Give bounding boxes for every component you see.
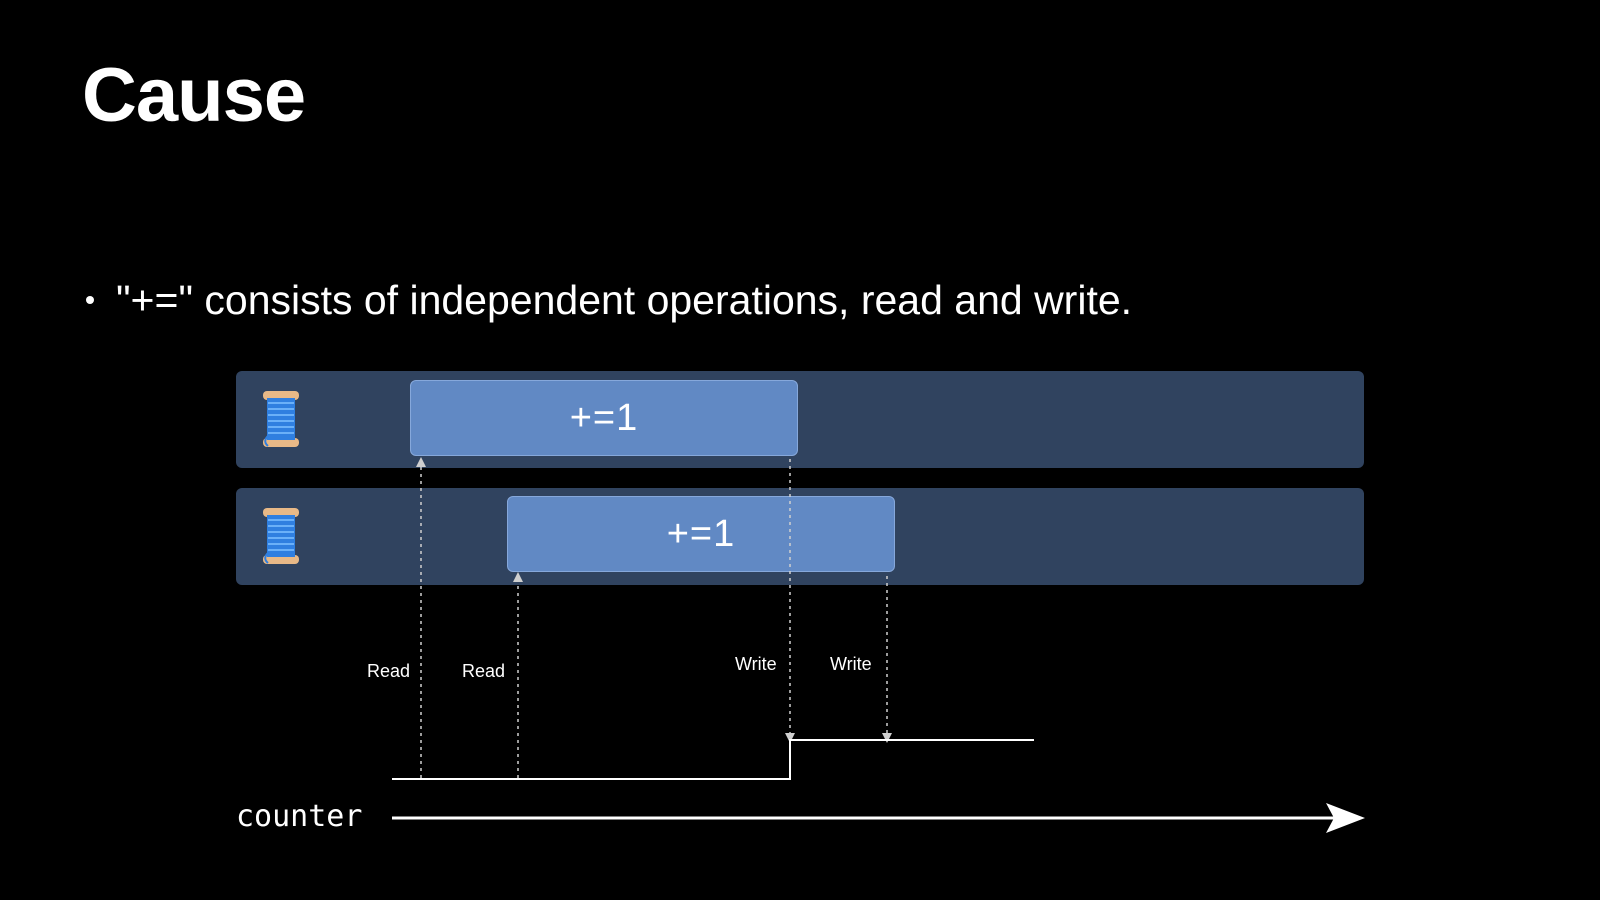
read-label-2: Read xyxy=(462,661,506,681)
bullet-text: "+=" consists of independent operations,… xyxy=(116,277,1133,323)
read-label-1: Read xyxy=(367,661,411,681)
bullet-dot xyxy=(86,296,94,305)
bullet-item: "+=" consists of independent operations,… xyxy=(86,276,1132,325)
time-axis-arrowhead xyxy=(1326,803,1365,833)
increment-operation-1: +=1 xyxy=(410,380,798,456)
thread-lane-1 xyxy=(236,371,1364,468)
counter-value-line xyxy=(392,739,1034,780)
thread-spool-icon xyxy=(263,508,299,564)
slide-title: Cause xyxy=(82,53,306,138)
counter-label: counter xyxy=(236,799,363,834)
write-label-1: Write xyxy=(735,654,777,674)
write-label-2: Write xyxy=(830,654,872,674)
thread-spool-icon xyxy=(263,391,299,447)
increment-operation-2: +=1 xyxy=(507,496,895,572)
